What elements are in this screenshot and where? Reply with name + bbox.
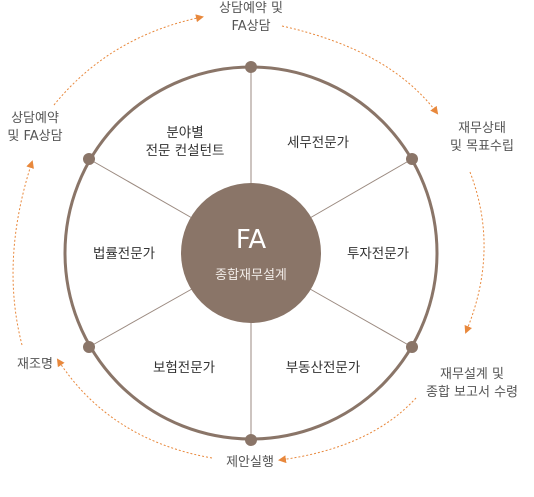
segment-investment-expert: 투자전문가 — [346, 246, 410, 262]
center-subtitle: 종합재무설계 — [215, 268, 287, 283]
process-arrow-4 — [56, 358, 213, 459]
step-report-receipt: 재무설계 및 종합 보고서 수령 — [426, 367, 518, 400]
segment-real-estate-expert: 부동산전문가 — [285, 360, 361, 376]
step-financial-status: 재무상태 및 목표수립 — [450, 121, 514, 154]
step-review: 재조명 — [17, 357, 53, 372]
dot-bottom — [245, 434, 257, 446]
center-title: FA — [235, 225, 267, 255]
spoke-top-right — [302, 158, 413, 223]
spoke-bottom-right — [302, 284, 413, 348]
process-arrow-1 — [281, 25, 439, 115]
center-circle — [181, 183, 321, 323]
segment-field-consultant: 분야별 전문 컨설턴트 — [145, 125, 225, 159]
step-consult-booking-left: 상담예약 및 FA상담 — [7, 111, 63, 144]
process-arrow-5 — [12, 160, 34, 346]
spoke-top-left — [88, 158, 200, 223]
process-arrow-2 — [464, 171, 485, 334]
ring-dots — [83, 61, 418, 446]
spokes — [88, 67, 413, 440]
segment-insurance-expert: 보험전문가 — [152, 360, 216, 376]
process-arrows — [12, 14, 485, 464]
dot-top-right — [406, 153, 418, 165]
segment-legal-expert: 법률전문가 — [92, 246, 156, 262]
step-consult-booking-top: 상담예약 및 FA상담 — [219, 1, 283, 34]
process-arrow-3 — [278, 397, 417, 464]
dot-bottom-left — [83, 341, 95, 353]
spoke-bottom-left — [88, 284, 200, 348]
process-arrow-6 — [53, 14, 204, 106]
dot-bottom-right — [406, 341, 418, 353]
segment-tax-expert: 세무전문가 — [286, 135, 350, 151]
step-proposal-execution: 제안실행 — [226, 455, 274, 470]
dot-top — [245, 61, 257, 73]
dot-top-left — [83, 153, 95, 165]
